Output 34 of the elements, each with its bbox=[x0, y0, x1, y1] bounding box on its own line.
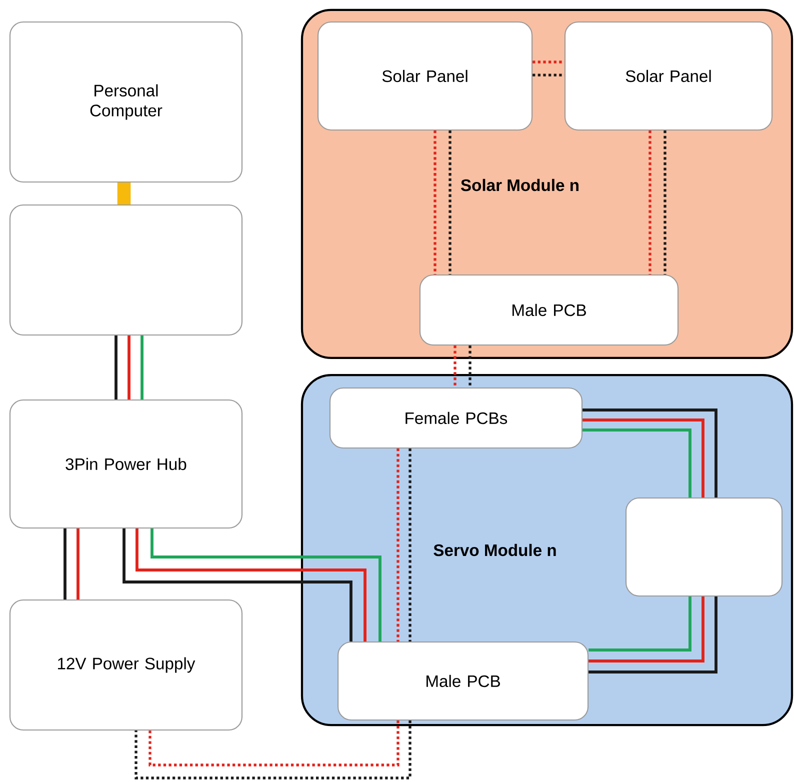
wire bbox=[582, 408, 718, 498]
wire bbox=[76, 528, 80, 600]
wire bbox=[140, 336, 144, 400]
component-box: Female PCBs bbox=[329, 387, 583, 449]
wire bbox=[454, 346, 456, 388]
wire bbox=[588, 596, 704, 662]
component-box: Male PCB bbox=[419, 274, 679, 346]
wire bbox=[434, 130, 436, 274]
wire bbox=[64, 528, 66, 600]
wire bbox=[114, 336, 118, 400]
wire bbox=[664, 130, 666, 274]
component-box: Solar Panel bbox=[564, 21, 773, 131]
wire bbox=[134, 720, 412, 780]
wire bbox=[408, 448, 412, 642]
wire bbox=[532, 74, 564, 76]
wire bbox=[396, 448, 400, 642]
component-box: Male PCB bbox=[337, 641, 589, 721]
wire bbox=[582, 428, 692, 498]
cable-bar bbox=[117, 182, 131, 204]
component-box: Personal Computer bbox=[9, 21, 243, 183]
wire bbox=[128, 336, 130, 400]
component-box: 12V Power Supply bbox=[9, 599, 243, 731]
wire bbox=[588, 596, 718, 674]
wire bbox=[532, 60, 564, 64]
wire bbox=[468, 346, 472, 388]
component-box bbox=[625, 497, 783, 597]
wire bbox=[148, 720, 400, 766]
wire bbox=[448, 130, 452, 274]
component-box bbox=[9, 204, 243, 336]
wire bbox=[588, 596, 692, 652]
wire bbox=[648, 130, 652, 274]
component-box: 3Pin Power Hub bbox=[9, 399, 243, 529]
component-box: Solar Panel bbox=[317, 21, 533, 131]
wire bbox=[582, 418, 704, 498]
